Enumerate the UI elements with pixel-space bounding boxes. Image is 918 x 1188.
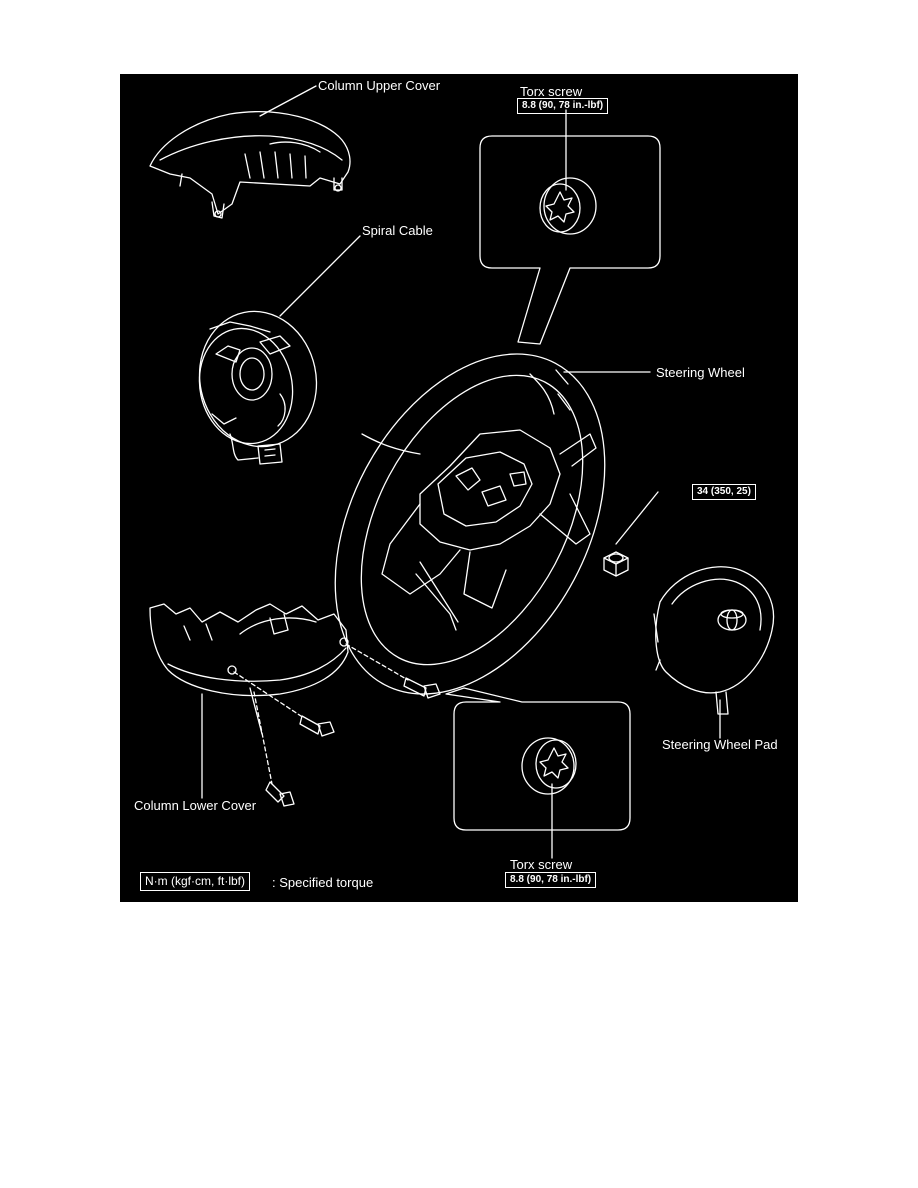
nut-icon [603,551,629,577]
legend-units-box: N·m (kgf·cm, ft·lbf) [140,872,250,891]
spiral-cable-part [198,310,318,465]
torx-screw-top-label: Torx screw [520,84,583,99]
legend-text: : Specified torque [272,875,374,890]
column-lower-cover-part [149,603,349,735]
torque-nut-box: 34 (350, 25) [692,484,756,500]
leader-spiral-cable [279,235,361,317]
torx-inset-top [479,135,661,345]
torque-torx-bottom-box: 8.8 (90, 78 in.-lbf) [505,872,597,888]
toyota-emblem-icon [717,609,747,631]
steering-wheel-pad-label: Steering Wheel Pad [662,737,778,752]
torx-screw-icon [539,747,569,779]
leader-column-upper-cover [259,85,317,117]
spiral-cable-label: Spiral Cable [362,223,433,238]
torque-torx-top-box: 8.8 (90, 78 in.-lbf) [517,98,609,114]
column-upper-cover-part [149,111,351,219]
column-upper-cover-label: Column Upper Cover [318,78,441,93]
diagram-panel: Column Upper Cover Torx screw 8.8 (90, 7… [120,74,798,902]
steering-wheel-pad-part [653,566,775,715]
bolt-icon [233,643,441,807]
torx-screw-bottom-label: Torx screw [510,857,573,872]
column-lower-cover-label: Column Lower Cover [134,798,257,813]
torx-screw-icon [545,191,575,223]
leader-nut [615,491,659,545]
steering-wheel-part [334,353,606,695]
exploded-view-drawing [149,85,775,859]
steering-wheel-label: Steering Wheel [656,365,745,380]
torx-inset-bottom [445,687,631,831]
